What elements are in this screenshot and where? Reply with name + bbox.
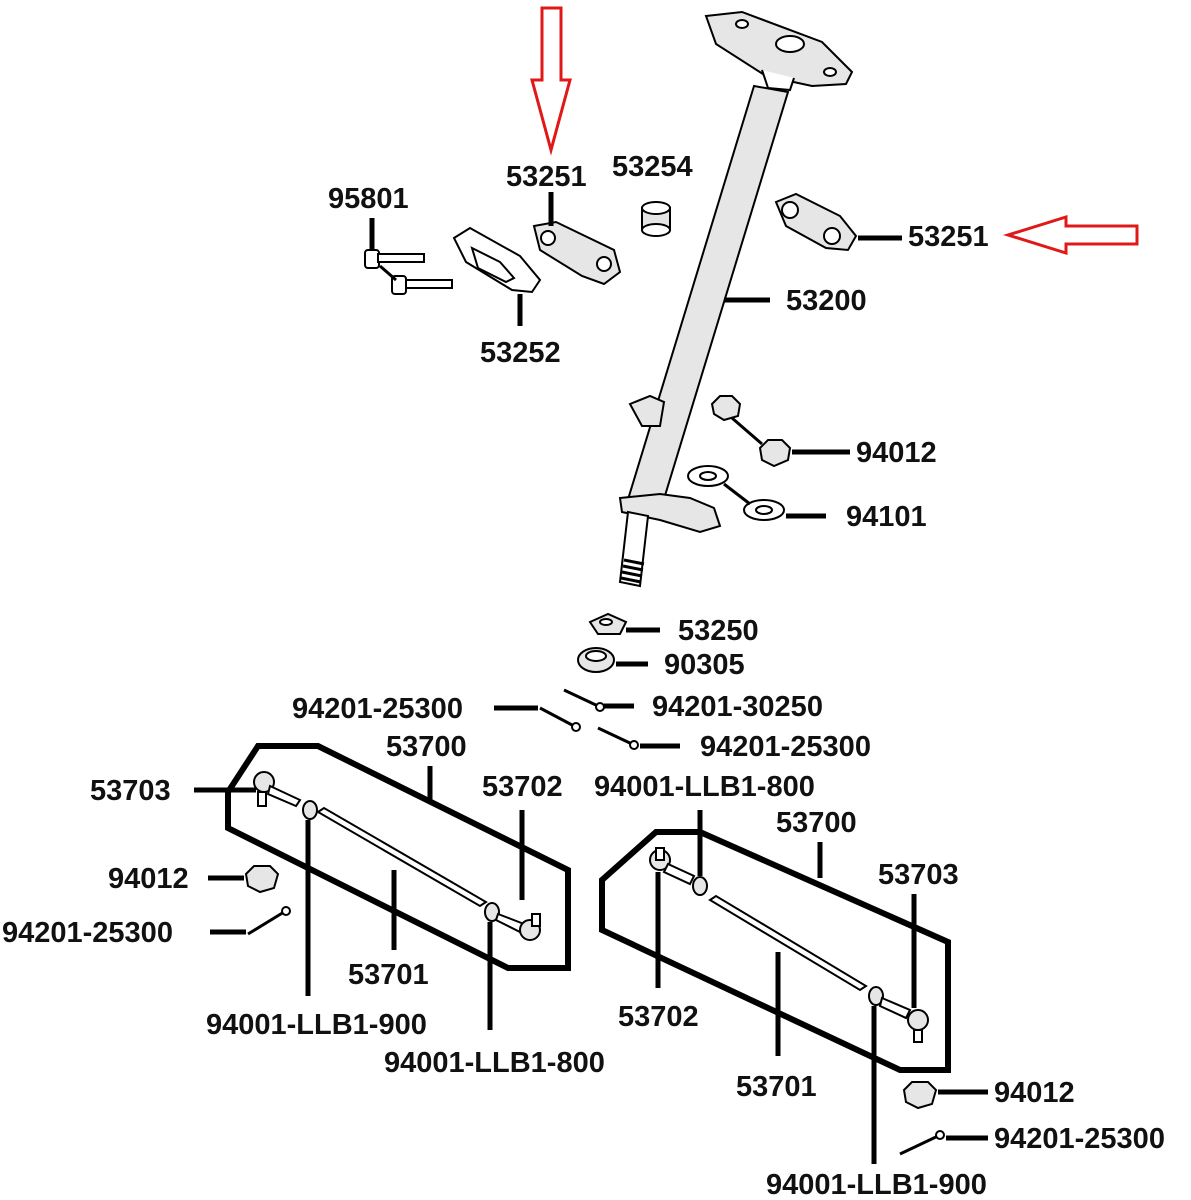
label-94001-llb1-900-a: 94001-LLB1-900 bbox=[206, 1009, 427, 1041]
highlight-arrow-down bbox=[530, 6, 572, 156]
label-94012-b: 94012 bbox=[108, 863, 189, 895]
washer-53250 bbox=[588, 612, 628, 635]
cotter-pin-94201-30250 bbox=[563, 688, 605, 712]
label-53252: 53252 bbox=[480, 337, 561, 369]
label-94012-a: 94012 bbox=[856, 437, 937, 469]
castle-nut-94012-c bbox=[902, 1081, 938, 1110]
label-53703-a: 53703 bbox=[90, 775, 171, 807]
label-53702-a: 53702 bbox=[482, 771, 563, 803]
label-94201-25300-d: 94201-25300 bbox=[994, 1123, 1165, 1155]
clamp-53251-right bbox=[774, 192, 858, 252]
cotter-pin-94201-25300-mid bbox=[597, 726, 639, 750]
bushing-53254 bbox=[641, 201, 671, 237]
tie-rod-assembly-left bbox=[225, 743, 571, 971]
label-53251-top: 53251 bbox=[506, 161, 587, 193]
highlight-arrow-left bbox=[1002, 214, 1139, 256]
nut-90305 bbox=[577, 647, 615, 673]
label-53702-b: 53702 bbox=[618, 1001, 699, 1033]
cotter-pin-94201-25300-top bbox=[539, 706, 581, 732]
label-94201-25300-b: 94201-25300 bbox=[700, 731, 871, 763]
label-53700-b: 53700 bbox=[776, 807, 857, 839]
label-53250: 53250 bbox=[678, 615, 759, 647]
label-94201-25300-a: 94201-25300 bbox=[292, 693, 463, 725]
label-53703-b: 53703 bbox=[878, 859, 959, 891]
label-94012-c: 94012 bbox=[994, 1077, 1075, 1109]
tie-rod-assembly-right bbox=[599, 829, 951, 1073]
cotter-pin-94201-25300-right bbox=[899, 1130, 945, 1156]
leader-lines bbox=[194, 192, 988, 1164]
castle-nut-94012-a bbox=[710, 395, 792, 468]
label-53200: 53200 bbox=[786, 285, 867, 317]
label-94101: 94101 bbox=[846, 501, 927, 533]
steering-column-53200 bbox=[618, 10, 854, 588]
label-94001-llb1-900-b: 94001-LLB1-900 bbox=[766, 1169, 987, 1200]
bolt-95801 bbox=[364, 249, 453, 295]
label-53701-b: 53701 bbox=[736, 1071, 817, 1103]
label-53251-right: 53251 bbox=[908, 221, 989, 253]
label-94001-llb1-800-b: 94001-LLB1-800 bbox=[384, 1047, 605, 1079]
label-94001-llb1-800-a: 94001-LLB1-800 bbox=[594, 771, 815, 803]
label-94201-25300-c: 94201-25300 bbox=[2, 917, 173, 949]
label-53700-a: 53700 bbox=[386, 731, 467, 763]
washer-94101 bbox=[687, 465, 785, 521]
label-53701-a: 53701 bbox=[348, 959, 429, 991]
cotter-pin-94201-25300-left bbox=[247, 906, 291, 936]
label-94201-30250: 94201-30250 bbox=[652, 691, 823, 723]
label-90305: 90305 bbox=[664, 649, 745, 681]
clamp-53251-top bbox=[532, 220, 622, 286]
plate-53252 bbox=[452, 226, 542, 294]
label-53254: 53254 bbox=[612, 151, 693, 183]
label-95801: 95801 bbox=[328, 183, 409, 215]
castle-nut-94012-b bbox=[244, 865, 280, 894]
